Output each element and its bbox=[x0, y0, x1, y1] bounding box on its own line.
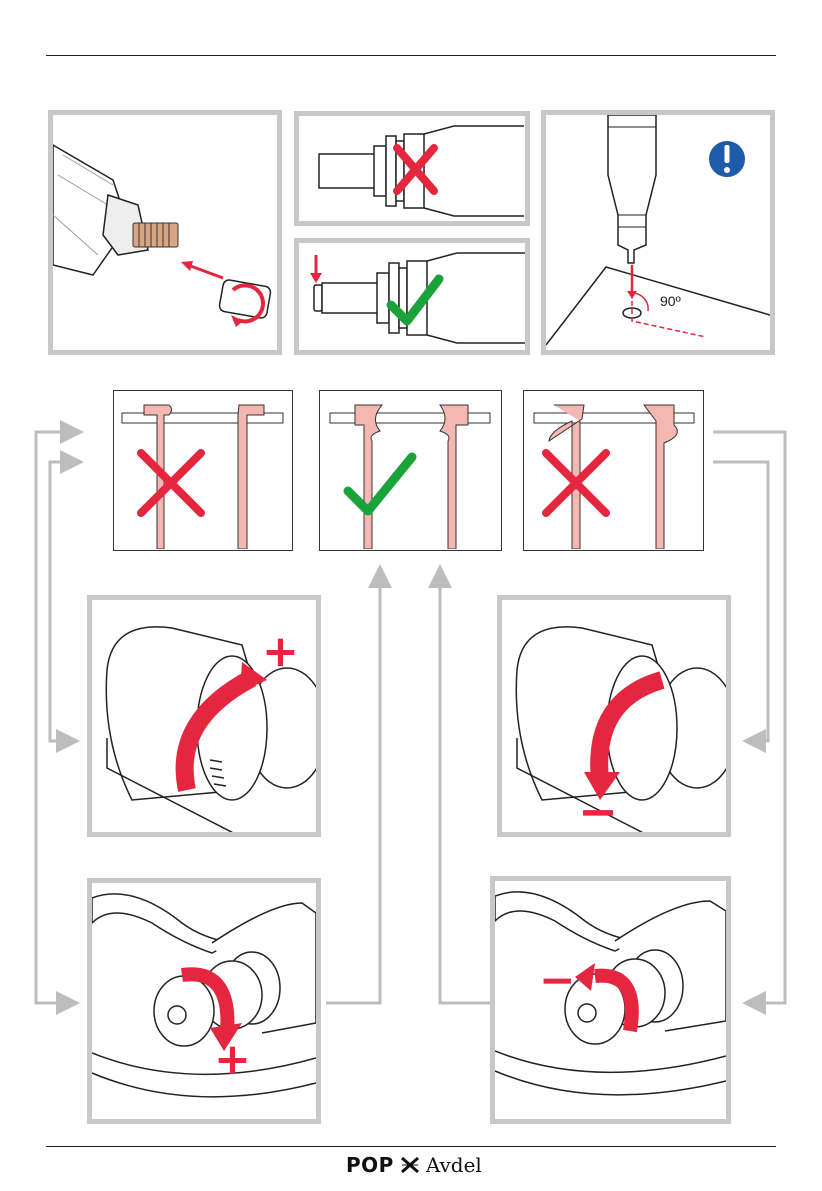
panel-nosepiece-install bbox=[48, 110, 282, 355]
rivet-stage-left bbox=[113, 390, 293, 551]
panel-nosepiece-wrong bbox=[294, 111, 530, 226]
panel-knob-decrease: − bbox=[490, 876, 731, 1124]
panel-adjust-increase: + bbox=[87, 595, 321, 837]
minus-sign: − bbox=[539, 959, 576, 1003]
warning-icon bbox=[708, 140, 746, 178]
panel-knob-increase: + bbox=[87, 878, 321, 1124]
brand-logo: POP Avdel bbox=[346, 1152, 482, 1178]
rivet-stage-center bbox=[319, 390, 502, 551]
panel-adjust-decrease: − bbox=[497, 595, 731, 837]
minus-sign: − bbox=[578, 788, 618, 836]
brand-avdel: Avdel bbox=[426, 1153, 482, 1177]
brand-pop: POP bbox=[346, 1153, 394, 1177]
brand-mark-icon bbox=[400, 1156, 420, 1174]
panel-perpendicular: 90º bbox=[541, 110, 775, 355]
rivet-stage-right bbox=[523, 390, 704, 551]
angle-label: 90º bbox=[660, 293, 681, 309]
red-arrow-icon bbox=[310, 273, 322, 283]
check-icon bbox=[348, 457, 412, 511]
cross-icon bbox=[141, 453, 201, 513]
panel-nosepiece-correct bbox=[294, 238, 530, 355]
plus-sign: + bbox=[262, 630, 299, 674]
plus-sign: + bbox=[214, 1038, 251, 1082]
